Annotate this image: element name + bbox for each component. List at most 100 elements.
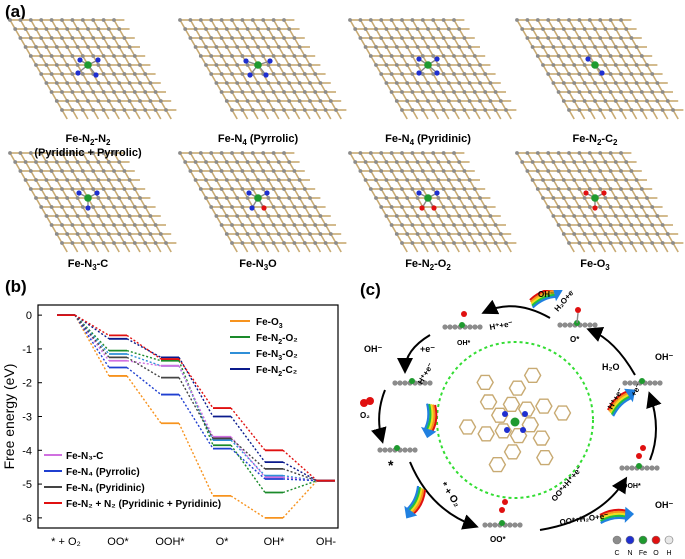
nitrogen-atom xyxy=(95,57,101,63)
carbon-atom xyxy=(671,241,675,245)
carbon-atom xyxy=(639,72,644,76)
x-tick-label: OH* xyxy=(264,536,286,548)
carbon-atom xyxy=(75,178,80,182)
carbon-atom xyxy=(487,522,493,528)
carbon-atom xyxy=(13,160,18,164)
carbon-atom xyxy=(420,36,425,40)
legend-label: Fe-N₃-C xyxy=(66,451,103,462)
carbon-atom xyxy=(256,99,260,103)
carbon-atom xyxy=(384,81,389,85)
carbon-atom xyxy=(101,205,106,209)
carbon-atom xyxy=(271,36,276,40)
x-tick-label: OH- xyxy=(316,536,337,548)
carbon-atom xyxy=(431,18,436,22)
carbon-atom xyxy=(530,45,535,49)
carbon-atom xyxy=(112,151,116,155)
carbon-atom xyxy=(127,99,132,103)
carbon-atom xyxy=(587,90,592,94)
carbon-atom xyxy=(577,108,582,112)
carbon-atom xyxy=(132,205,137,209)
carbon-atom xyxy=(613,160,618,164)
carbon-atom xyxy=(39,72,44,76)
carbon-atom xyxy=(541,27,545,31)
carbon-atom xyxy=(65,232,70,236)
carbon-atom xyxy=(106,63,111,67)
rainbow-band xyxy=(411,488,425,514)
carbon-atom xyxy=(624,63,629,67)
carbon-atom xyxy=(143,108,148,112)
legend-label: Fe-N3-O₂ xyxy=(256,349,298,362)
panel-c-tag: (c) xyxy=(360,280,381,299)
carbon-atom xyxy=(80,36,85,40)
carbon-atom xyxy=(603,160,608,164)
carbon-atom xyxy=(394,160,399,164)
carbon-atom xyxy=(271,72,276,76)
carbon-atom xyxy=(101,18,106,22)
carbon-atom xyxy=(153,223,158,227)
iron-atom xyxy=(424,61,432,69)
carbon-atom xyxy=(101,223,106,227)
carbon-atom xyxy=(624,160,629,164)
carbon-atom xyxy=(562,322,568,328)
carbon-atom xyxy=(389,151,394,155)
carbon-atom xyxy=(75,232,80,236)
rainbow-band xyxy=(608,392,629,413)
iron-atom xyxy=(424,194,432,202)
carbon-atom xyxy=(394,232,399,236)
carbon-atom xyxy=(75,196,80,200)
carbon-atom xyxy=(276,99,281,103)
carbon-atom xyxy=(572,99,577,103)
carbon-atom xyxy=(256,160,260,164)
transition-line xyxy=(74,314,110,368)
rainbow-band xyxy=(529,290,555,303)
carbon-atom xyxy=(447,324,453,330)
rainbow-arrow-right xyxy=(607,388,636,417)
panel-b-tag: (b) xyxy=(5,277,27,296)
carbon-atom xyxy=(44,196,49,200)
carbon-atom xyxy=(122,241,127,245)
carbon-atom xyxy=(598,241,603,245)
carbon-atom xyxy=(318,81,323,85)
carbon-atom xyxy=(18,36,23,40)
carbon-atom xyxy=(235,214,240,218)
carbon-atom xyxy=(629,465,635,471)
carbon-atom xyxy=(198,169,203,173)
carbon-atom xyxy=(287,45,292,49)
carbon-atom xyxy=(235,27,240,31)
arrow-left-to-star xyxy=(371,389,387,444)
carbon-atom xyxy=(634,99,639,103)
carbon-atom xyxy=(472,54,477,58)
carbon-atom xyxy=(561,196,566,200)
carbon-atom xyxy=(358,151,363,155)
carbon-atom xyxy=(117,178,122,182)
carbon-atom xyxy=(318,214,323,218)
carbon-atom xyxy=(551,63,556,67)
carbon-atom xyxy=(629,108,634,112)
lattice-1 xyxy=(8,18,177,120)
carbon-atom xyxy=(198,187,203,191)
hex-ring xyxy=(508,380,527,396)
carbon-atom xyxy=(302,108,307,112)
carbon-atom xyxy=(266,63,271,67)
carbon-atom xyxy=(619,223,623,227)
carbon-atom xyxy=(665,99,670,103)
carbon-atom xyxy=(214,27,219,31)
carbon-atom xyxy=(488,81,493,85)
carbon-atom xyxy=(91,151,96,155)
carbon-atom xyxy=(556,151,561,155)
carbon-atom xyxy=(297,45,302,49)
carbon-atom xyxy=(80,54,85,58)
carbon-atom xyxy=(546,151,551,155)
carbon-atom xyxy=(577,223,582,227)
carbon-atom xyxy=(462,54,467,58)
carbon-atom xyxy=(613,45,618,49)
carbon-atom xyxy=(603,45,608,49)
carbon-atom xyxy=(467,81,472,85)
carbon-atom xyxy=(567,18,571,22)
carbon-atom xyxy=(132,187,137,191)
carbon-atom xyxy=(86,214,90,218)
carbon-atom xyxy=(282,54,286,58)
carbon-atom xyxy=(122,36,127,40)
carbon-atom xyxy=(127,232,132,236)
carbon-atom xyxy=(44,160,49,164)
